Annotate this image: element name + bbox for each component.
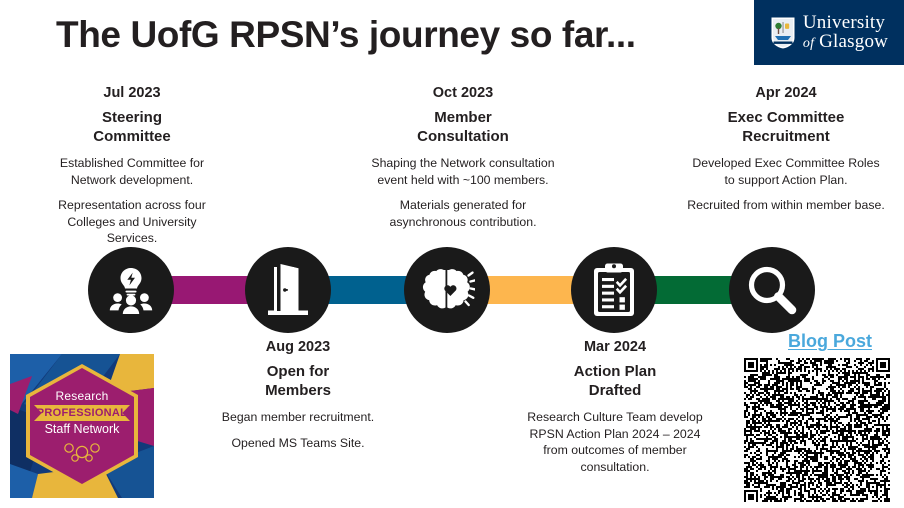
timeline-node-magnifier [729, 247, 815, 333]
glasgow-wordmark-line2: of Glasgow [802, 30, 889, 52]
glasgow-wordmark-line1: University [802, 11, 886, 33]
glasgow-crest-icon [770, 16, 796, 50]
rpsn-logo: Research PROFESSIONAL Staff Network [10, 354, 154, 498]
entry-date: Jul 2023 [103, 85, 161, 101]
page-title: The UofG RPSN’s journey so far... [56, 14, 636, 55]
entry-paragraph: Recruited from within member base. [687, 198, 885, 212]
entry-date: Oct 2023 [432, 85, 494, 101]
timeline-node-brain-heart [404, 247, 490, 333]
entry-paragraph: Began member recruitment. [221, 410, 375, 424]
entry-paragraph: Shaping the Network consultation event h… [371, 156, 555, 187]
qr-code[interactable] [744, 358, 890, 502]
rpsn-banner: PROFESSIONAL [34, 405, 130, 421]
rpsn-hexagon-fill [30, 368, 134, 484]
gears-icon [64, 443, 100, 462]
entry-paragraph: Opened MS Teams Site. [231, 435, 365, 450]
entry-date: Aug 2023 [265, 339, 331, 355]
glasgow-wordmark-glasgow: Glasgow [819, 30, 889, 52]
magnifier-icon [746, 264, 798, 316]
entry-paragraph: Materials generated for asynchronous con… [389, 198, 537, 229]
entry-date: Apr 2024 [755, 85, 817, 101]
open-door-icon [263, 263, 313, 317]
clipboard-checklist-icon [590, 262, 638, 318]
entry-paragraph: Established Committee for Network develo… [59, 156, 205, 187]
rpsn-line-staff-network: Staff Network [44, 422, 120, 436]
rpsn-banner-label: PROFESSIONAL [36, 407, 128, 419]
rpsn-line-research: Research [55, 389, 109, 403]
glasgow-wordmark: University of Glasgow [802, 11, 889, 52]
university-of-glasgow-logo: University of Glasgow [754, 0, 904, 65]
entry-paragraph: Research Culture Team develop RPSN Actio… [527, 410, 703, 474]
brain-heart-icon [419, 264, 475, 316]
blog-post-link[interactable]: Blog Post [788, 331, 872, 351]
glasgow-wordmark-of: of [802, 35, 815, 51]
rpsn-hexagon: Research PROFESSIONAL Staff Network [26, 364, 138, 488]
entry-paragraph: Developed Exec Committee Roles to suppor… [692, 156, 880, 187]
timeline-node-open-door [245, 247, 331, 333]
entry-date: Mar 2024 [583, 339, 647, 355]
lightbulb-people-icon [105, 264, 157, 316]
timeline-node-lightbulb-people [88, 247, 174, 333]
timeline-node-clipboard-checklist [571, 247, 657, 333]
entry-paragraph: Representation across four Colleges and … [58, 198, 206, 245]
